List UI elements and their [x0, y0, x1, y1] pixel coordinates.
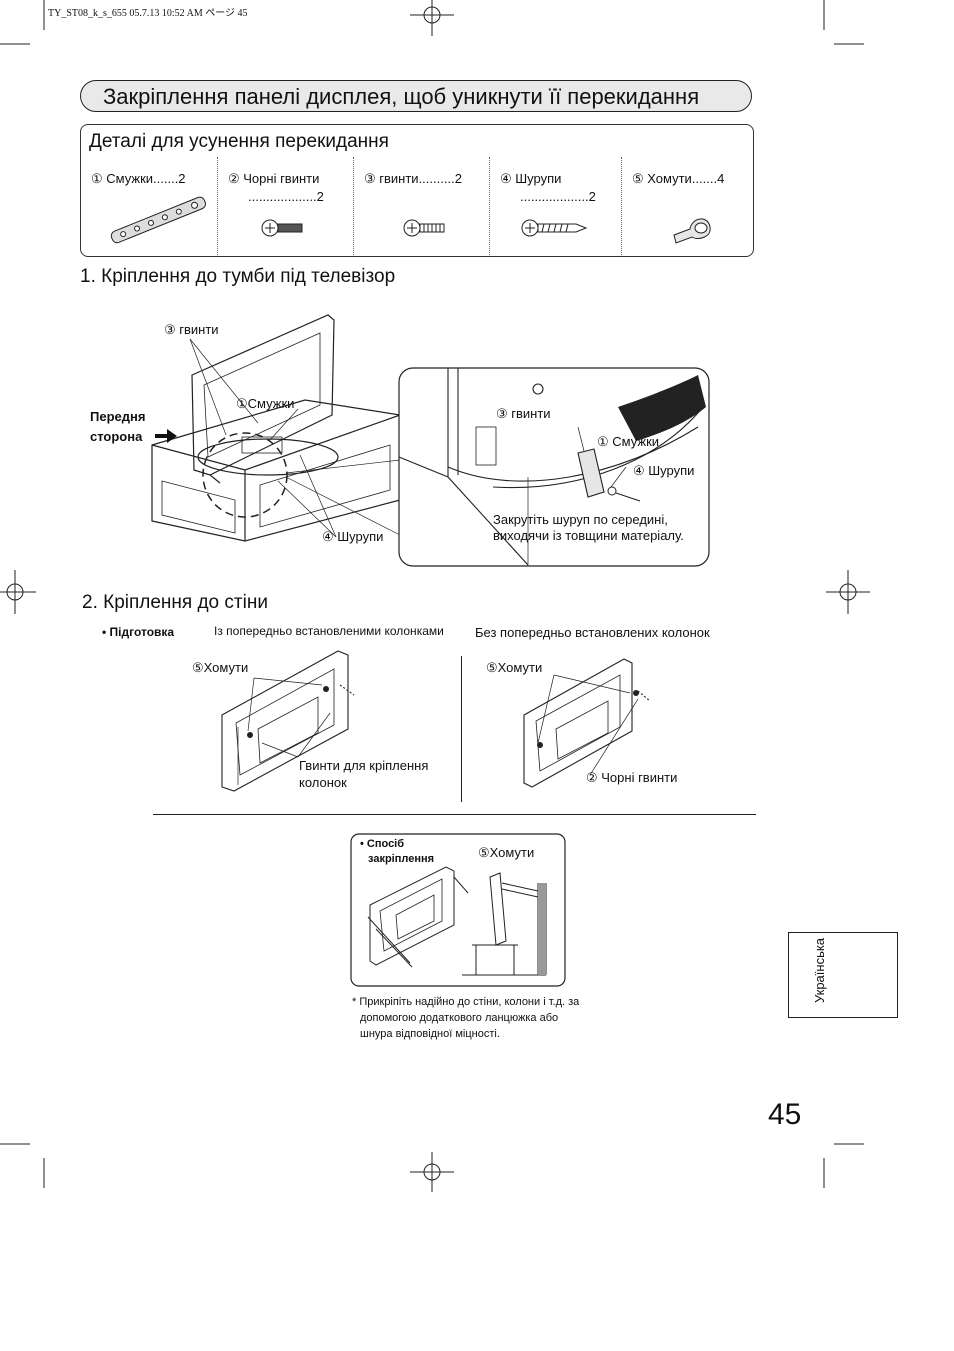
note-line-3: шнура відповідної міцності.	[360, 1028, 500, 1040]
method-label-2: закріплення	[368, 853, 435, 865]
method-clamps-label: ⑤Хомути	[478, 845, 535, 860]
part-clamps: ⑤ Хомути.......4	[621, 157, 754, 255]
page-number: 45	[768, 1098, 802, 1131]
method-label-1: • Спосіб	[360, 838, 405, 850]
front-arrow-icon	[155, 429, 177, 443]
print-header: TY_ST08_k_s_655 05.7.13 10:52 AM ページ 45	[48, 8, 248, 19]
part-qty: ...................2	[248, 189, 324, 204]
black-screw-icon	[261, 219, 303, 237]
with-speakers-label: Із попередньо встановленими колонками	[214, 624, 444, 638]
label-wood-screws: ④ Шурупи	[322, 529, 384, 544]
without-speakers-label: Без попередньо встановлених колонок	[475, 625, 710, 640]
language-tab: Українська	[788, 932, 898, 1018]
detail-note-1: Закрутіть шуруп по середині,	[493, 512, 668, 527]
note-line-1: * Прикріпіть надійно до стіни, колони і …	[352, 996, 580, 1008]
page-title-text: Закріплення панелі дисплея, щоб уникнути…	[103, 84, 700, 109]
part-label: ⑤ Хомути.......4	[632, 171, 725, 186]
detail-note-2: виходячи із товщини матеріалу.	[493, 528, 684, 543]
part-label: ② Чорні гвинти	[228, 171, 320, 186]
left-screws-label-2: колонок	[299, 775, 347, 790]
clamp-icon	[673, 218, 711, 244]
detail-label-strips: ① Смужки	[597, 434, 660, 449]
right-black-screws-label: ② Чорні гвинти	[586, 770, 678, 785]
part-strips: ① Смужки.......2	[81, 157, 217, 255]
detail-label-wood-screws: ④ Шурупи	[633, 463, 695, 478]
right-clamps-label: ⑤Хомути	[486, 660, 543, 675]
section-1-heading: 1. Кріплення до тумби під телевізор	[80, 266, 396, 287]
section-2-heading: 2. Кріплення до стіни	[82, 592, 268, 613]
column-divider	[461, 656, 462, 802]
wall-panel-with-speakers	[221, 650, 355, 792]
prep-label: • Підготовка	[102, 625, 175, 639]
label-screws: ③ гвинти	[164, 322, 219, 337]
label-strips: ①Смужки	[236, 396, 295, 411]
parts-box: Деталі для усунення перекидання ① Смужки…	[80, 124, 754, 257]
section-divider	[153, 814, 756, 815]
parts-heading: Деталі для усунення перекидання	[89, 131, 389, 152]
detail-illustration	[398, 367, 710, 567]
detail-label-screws: ③ гвинти	[496, 406, 551, 421]
label-front-1: Передня	[90, 409, 146, 424]
wall-panel-without-speakers	[523, 658, 651, 788]
language-tab-label: Українська	[812, 937, 828, 1004]
part-screws: ③ гвинти..........2	[353, 157, 490, 255]
note-line-2: допомогою додаткового ланцюжка або	[360, 1012, 559, 1024]
label-front-2: сторона	[90, 429, 143, 444]
part-label: ① Смужки.......2	[91, 171, 186, 186]
page-title: Закріплення панелі дисплея, щоб уникнути…	[80, 80, 752, 112]
part-label: ④ Шурупи	[500, 171, 562, 186]
strip-icon	[110, 196, 206, 244]
wood-screw-icon	[521, 219, 588, 237]
method-illustration	[350, 833, 566, 987]
screw-icon	[403, 219, 445, 237]
part-qty: ...................2	[520, 189, 596, 204]
part-label: ③ гвинти..........2	[364, 171, 462, 186]
tv-stand-illustration	[151, 314, 401, 542]
left-clamps-label: ⑤Хомути	[192, 660, 249, 675]
left-screws-label-1: Гвинти для кріплення	[299, 758, 429, 773]
part-wood-screws: ④ Шурупи ...................2	[489, 157, 622, 255]
part-black-screws: ② Чорні гвинти ...................2	[217, 157, 354, 255]
